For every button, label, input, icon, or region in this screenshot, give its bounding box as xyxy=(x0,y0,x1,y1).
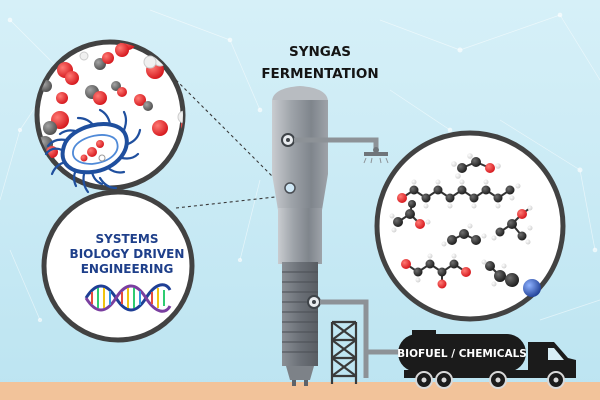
scaffold-tower xyxy=(330,320,358,384)
sprinkler-icon xyxy=(363,147,389,164)
products-circle xyxy=(374,130,566,322)
biology-line2: BIOLOGY DRIVEN xyxy=(70,247,185,261)
product-pipe xyxy=(320,299,402,378)
title-line2: FERMENTATION xyxy=(261,66,378,82)
product-molecules xyxy=(389,153,533,289)
molecule-icon xyxy=(389,200,431,233)
title-line1: SYNGAS xyxy=(289,44,351,60)
bioreactor-icon xyxy=(272,86,328,386)
connector-lines xyxy=(175,79,285,209)
molecule-icon xyxy=(451,153,501,179)
syngas-microbe-circle xyxy=(34,39,186,194)
ground xyxy=(0,382,600,400)
systems-biology-circle: SYSTEMS BIOLOGY DRIVEN ENGINEERING xyxy=(41,189,195,343)
tank-label: BIOFUEL / CHEMICALS xyxy=(397,348,527,360)
molecule-icon xyxy=(441,223,487,247)
dna-helix-icon xyxy=(84,283,172,313)
tanker-truck-icon: BIOFUEL / CHEMICALS xyxy=(397,330,576,389)
blue-atom xyxy=(523,279,541,297)
molecule-icon xyxy=(397,179,521,209)
biology-line1: SYSTEMS xyxy=(96,232,159,246)
bacterium-icon xyxy=(44,108,142,194)
molecule-icon xyxy=(491,205,533,245)
biology-line3: ENGINEERING xyxy=(81,262,174,276)
molecule-icon xyxy=(401,253,471,289)
molecule-icon xyxy=(481,259,519,287)
